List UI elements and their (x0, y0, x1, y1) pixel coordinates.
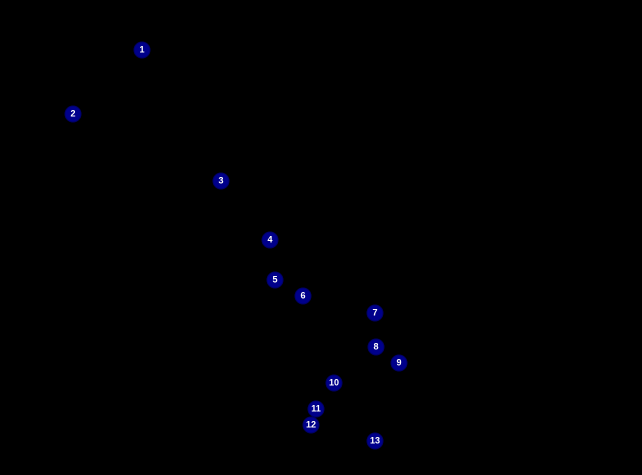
marker-label: 5 (272, 274, 278, 285)
marker-label: 9 (396, 357, 402, 368)
map-marker-1[interactable]: 1 (133, 41, 151, 59)
marker-label: 3 (218, 175, 224, 186)
marker-label: 4 (267, 234, 273, 245)
marker-label: 1 (139, 44, 145, 55)
map-marker-12[interactable]: 12 (302, 416, 320, 434)
marker-label: 7 (372, 307, 378, 318)
marker-label: 12 (305, 419, 316, 430)
map-marker-5[interactable]: 5 (266, 271, 284, 289)
marker-label: 11 (311, 403, 321, 414)
map-marker-10[interactable]: 10 (325, 374, 343, 392)
marker-label: 2 (70, 108, 76, 119)
map-marker-13[interactable]: 13 (366, 432, 384, 450)
marker-label: 8 (373, 341, 379, 352)
marker-label: 10 (328, 377, 339, 388)
marker-label: 13 (369, 435, 380, 446)
map-marker-3[interactable]: 3 (212, 172, 230, 190)
map-marker-6[interactable]: 6 (294, 287, 312, 305)
map-marker-2[interactable]: 2 (64, 105, 82, 123)
map-marker-9[interactable]: 9 (390, 354, 408, 372)
map-marker-11[interactable]: 11 (307, 400, 325, 418)
marker-label: 6 (300, 290, 306, 301)
map-marker-7[interactable]: 7 (366, 304, 384, 322)
map-marker-8[interactable]: 8 (367, 338, 385, 356)
map-marker-4[interactable]: 4 (261, 231, 279, 249)
